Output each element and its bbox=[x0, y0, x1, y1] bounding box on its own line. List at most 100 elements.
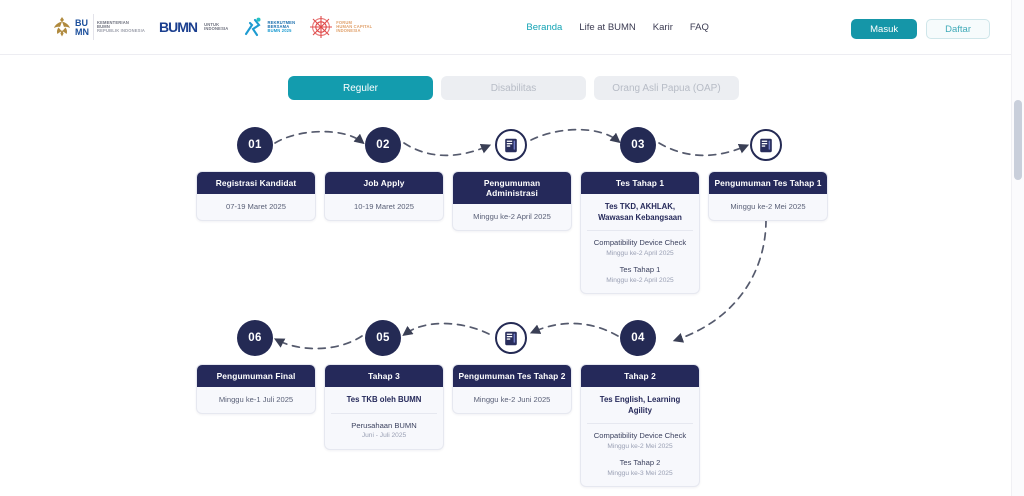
timeline-node-03[interactable]: 03 bbox=[620, 127, 656, 163]
timeline-node-05[interactable]: 05 bbox=[365, 320, 401, 356]
card-sub-item: Compatibility Device Check Minggu ke-2 A… bbox=[587, 238, 693, 258]
logo3-line2: BERSAMA bbox=[267, 23, 290, 29]
card-sub-list: Compatibility Device Check Minggu ke-2 A… bbox=[587, 230, 693, 285]
header-actions: Masuk Daftar bbox=[851, 19, 990, 39]
logo1-line2: BUMN bbox=[97, 23, 110, 29]
card-body: Minggu ke-1 Juli 2025 bbox=[197, 387, 315, 413]
card-tahap-3[interactable]: Tahap 3 Tes TKB oleh BUMN Perusahaan BUM… bbox=[324, 364, 444, 450]
card-body: 10-19 Maret 2025 bbox=[325, 194, 443, 220]
card-primary-text: Tes TKB oleh BUMN bbox=[346, 395, 422, 404]
card-title: Tahap 3 bbox=[325, 365, 443, 387]
sub-date: Minggu ke-2 Mei 2025 bbox=[607, 442, 673, 450]
garuda-kementerian-bumn-logo: BU MN KEMENTERIAN BUMN REPUBLIK INDONESI… bbox=[52, 14, 145, 40]
svg-text:BUMN: BUMN bbox=[159, 19, 198, 35]
sub-date: Minggu ke-2 April 2025 bbox=[606, 276, 674, 284]
logo3-line3: BUMN 2025 bbox=[267, 28, 292, 34]
card-pengumuman-final[interactable]: Pengumuman Final Minggu ke-1 Juli 2025 bbox=[196, 364, 316, 415]
untuk-indonesia-label: UNTUK INDONESIA bbox=[204, 21, 229, 32]
card-primary-text: Tes English, Learning Agility bbox=[599, 395, 681, 415]
card-title: Tes Tahap 1 bbox=[581, 172, 699, 194]
card-body: Tes TKD, AKHLAK, Wawasan Kebangsaan Comp… bbox=[581, 194, 699, 293]
fhci-label: FORUM HUMAN CAPITAL INDONESIA bbox=[336, 19, 373, 34]
timeline-node-01[interactable]: 01 bbox=[237, 127, 273, 163]
card-body: Minggu ke-2 Juni 2025 bbox=[453, 387, 571, 413]
card-sub-item: Perusahaan BUMN Juni - Juli 2025 bbox=[331, 421, 437, 441]
card-primary-text: Minggu ke-2 Mei 2025 bbox=[730, 202, 806, 211]
card-sub-item: Tes Tahap 2 Minggu ke-3 Mei 2025 bbox=[587, 458, 693, 478]
card-body: Tes English, Learning Agility Compatibil… bbox=[581, 387, 699, 486]
tab-orang-asli-papua[interactable]: Orang Asli Papua (OAP) bbox=[594, 76, 739, 100]
sub-title: Tes Tahap 1 bbox=[619, 265, 661, 275]
tab-disabilitas[interactable]: Disabilitas bbox=[441, 76, 586, 100]
card-title: Pengumuman Tes Tahap 1 bbox=[709, 172, 827, 194]
card-primary-text: Minggu ke-2 Juni 2025 bbox=[473, 395, 551, 404]
sub-title: Tes Tahap 2 bbox=[619, 458, 661, 468]
page-scrollbar-thumb[interactable] bbox=[1014, 100, 1022, 180]
logo3-line1: REKRUTMEN bbox=[267, 19, 296, 25]
forum-human-capital-indonesia-logo: FORUM HUMAN CAPITAL INDONESIA bbox=[309, 14, 372, 40]
timeline-node-06[interactable]: 06 bbox=[237, 320, 273, 356]
card-pengumuman-tes-tahap-1[interactable]: Pengumuman Tes Tahap 1 Minggu ke-2 Mei 2… bbox=[708, 171, 828, 222]
logo-group: BU MN KEMENTERIAN BUMN REPUBLIK INDONESI… bbox=[52, 14, 372, 40]
sub-title: Perusahaan BUMN bbox=[351, 420, 417, 430]
card-body: 07-19 Maret 2025 bbox=[197, 194, 315, 220]
register-button[interactable]: Daftar bbox=[926, 19, 990, 39]
tab-reguler[interactable]: Reguler bbox=[288, 76, 433, 100]
page-scrollbar-track[interactable] bbox=[1011, 0, 1024, 496]
card-title: Pengumuman Final bbox=[197, 365, 315, 387]
nav-item-beranda[interactable]: Beranda bbox=[526, 21, 563, 33]
logo-divider bbox=[93, 14, 94, 40]
card-pengumuman-administrasi[interactable]: Pengumuman Administrasi Minggu ke-2 Apri… bbox=[452, 171, 572, 232]
card-title: Registrasi Kandidat bbox=[197, 172, 315, 194]
svg-text:MN: MN bbox=[75, 27, 89, 37]
nav-item-karir[interactable]: Karir bbox=[652, 21, 673, 33]
card-body: Minggu ke-2 Mei 2025 bbox=[709, 194, 827, 220]
announcement-document-icon[interactable] bbox=[495, 129, 527, 161]
card-tahap-2[interactable]: Tahap 2 Tes English, Learning Agility Co… bbox=[580, 364, 700, 488]
login-button[interactable]: Masuk bbox=[851, 19, 918, 39]
sub-title: Compatibility Device Check bbox=[593, 431, 687, 441]
card-job-apply[interactable]: Job Apply 10-19 Maret 2025 bbox=[324, 171, 444, 222]
logo2-line2: INDONESIA bbox=[204, 26, 229, 31]
announcement-document-icon-3[interactable] bbox=[495, 322, 527, 354]
bumn-untuk-indonesia-logo: BUMN UNTUK INDONESIA bbox=[159, 14, 228, 40]
logo4-line1: FORUM bbox=[336, 19, 353, 25]
kementerian-bumn-label: KEMENTERIAN BUMN REPUBLIK INDONESIA bbox=[97, 19, 145, 34]
card-sub-list: Compatibility Device Check Minggu ke-2 M… bbox=[587, 423, 693, 478]
card-body: Tes TKB oleh BUMN Perusahaan BUMN Juni -… bbox=[325, 387, 443, 449]
logo4-line2: HUMAN CAPITAL bbox=[336, 23, 373, 29]
card-primary-text: 10-19 Maret 2025 bbox=[354, 202, 414, 211]
card-title: Pengumuman Tes Tahap 2 bbox=[453, 365, 571, 387]
card-primary-text: Minggu ke-1 Juli 2025 bbox=[218, 395, 294, 404]
logo1-line1: KEMENTERIAN bbox=[97, 19, 130, 25]
card-title: Pengumuman Administrasi bbox=[453, 172, 571, 204]
card-sub-item: Tes Tahap 1 Minggu ke-2 April 2025 bbox=[587, 265, 693, 285]
sub-date: Minggu ke-2 April 2025 bbox=[606, 249, 674, 257]
category-tabs: Reguler Disabilitas Orang Asli Papua (OA… bbox=[288, 76, 739, 100]
main-nav: Beranda Life at BUMN Karir FAQ bbox=[526, 22, 709, 33]
rekrutmen-bersama-bumn-2025-logo: REKRUTMEN BERSAMA BUMN 2025 bbox=[242, 14, 295, 40]
logo4-line3: INDONESIA bbox=[336, 28, 361, 34]
card-title: Job Apply bbox=[325, 172, 443, 194]
logo2-line1: UNTUK bbox=[204, 21, 220, 27]
card-tes-tahap-1[interactable]: Tes Tahap 1 Tes TKD, AKHLAK, Wawasan Keb… bbox=[580, 171, 700, 295]
card-primary-text: Tes TKD, AKHLAK, Wawasan Kebangsaan bbox=[598, 202, 682, 222]
card-pengumuman-tes-tahap-2[interactable]: Pengumuman Tes Tahap 2 Minggu ke-2 Juni … bbox=[452, 364, 572, 415]
card-primary-text: Minggu ke-2 April 2025 bbox=[473, 212, 551, 221]
sub-date: Minggu ke-3 Mei 2025 bbox=[607, 469, 673, 477]
card-sub-list: Perusahaan BUMN Juni - Juli 2025 bbox=[331, 412, 437, 441]
card-title: Tahap 2 bbox=[581, 365, 699, 387]
card-body: Minggu ke-2 April 2025 bbox=[453, 204, 571, 230]
site-header: BU MN KEMENTERIAN BUMN REPUBLIK INDONESI… bbox=[0, 0, 1011, 55]
announcement-document-icon-2[interactable] bbox=[750, 129, 782, 161]
timeline-node-02[interactable]: 02 bbox=[365, 127, 401, 163]
sub-title: Compatibility Device Check bbox=[593, 238, 687, 248]
card-registrasi-kandidat[interactable]: Registrasi Kandidat 07-19 Maret 2025 bbox=[196, 171, 316, 222]
timeline-node-04[interactable]: 04 bbox=[620, 320, 656, 356]
card-sub-item: Compatibility Device Check Minggu ke-2 M… bbox=[587, 431, 693, 451]
nav-item-faq[interactable]: FAQ bbox=[689, 21, 709, 33]
nav-item-life-at-bumn[interactable]: Life at BUMN bbox=[579, 21, 636, 33]
